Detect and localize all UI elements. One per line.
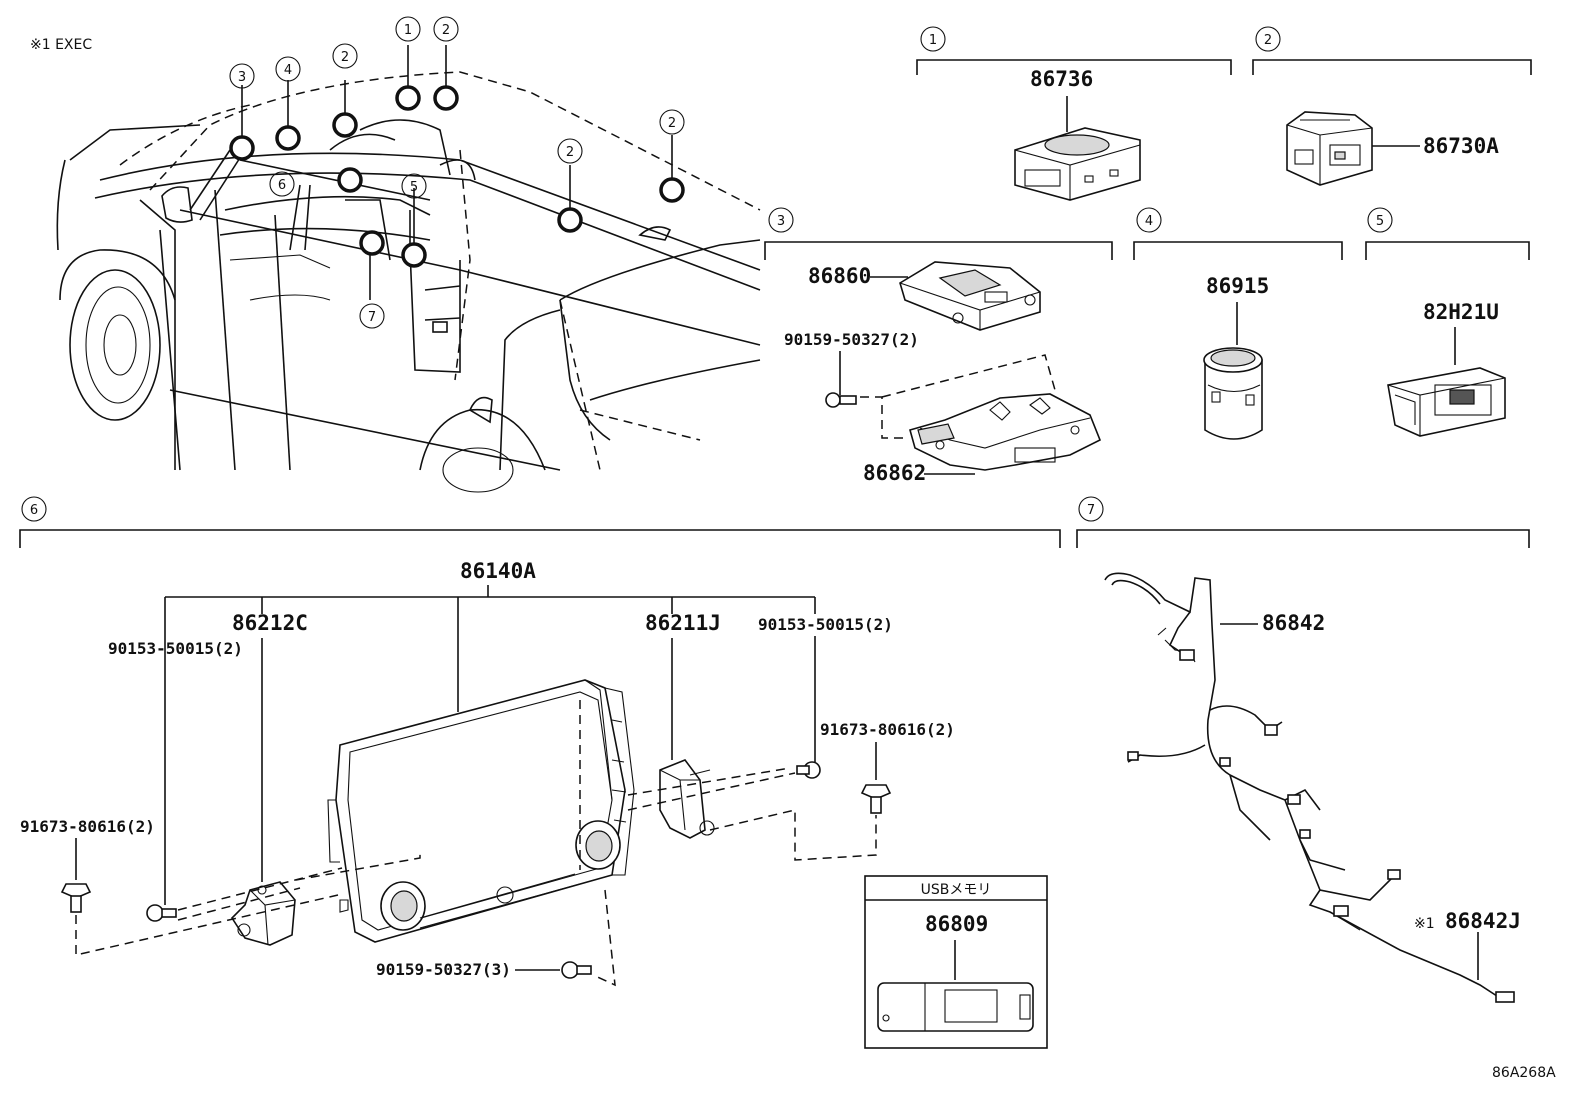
svg-text:2: 2 [566,145,574,160]
group-3: 3 86860 90159-50327(2) [764,207,1113,485]
svg-text:5: 5 [410,180,418,195]
car-callout: 2 [557,138,583,164]
usb-memory-box: USBメモリ 86809 [864,875,1048,1049]
camera-module-86736 [1014,127,1141,201]
vehicle-overview: 1 2 2 2 2 3 4 5 6 7 [56,16,761,493]
part-90153-50015-left: 90153-50015(2) [108,639,243,658]
bolt-91673-right [860,784,892,814]
part-86736: 86736 [1030,67,1093,91]
svg-text:7: 7 [368,310,376,325]
part-86140A: 86140A [460,559,536,583]
group-4-number: 4 [1145,214,1153,229]
part-82H21U: 82H21U [1423,300,1499,324]
svg-text:4: 4 [284,63,292,78]
svg-text:2: 2 [442,23,450,38]
bracket-86211J [659,759,715,839]
part-86862: 86862 [863,461,926,485]
screw-90159-group3 [825,392,857,408]
part-86860: 86860 [808,264,871,288]
part-86212C: 86212C [232,611,308,635]
part-86730A: 86730A [1423,134,1499,158]
part-90153-50015-right: 90153-50015(2) [758,615,893,634]
group-6-number: 6 [30,503,38,518]
part-90159-50327-2: 90159-50327(2) [784,330,919,349]
group-6: 6 86140A 86212C 86211J 90153-50015(2) 90… [19,496,1061,987]
svg-text:1: 1 [404,23,412,38]
group-5: 5 82H21U [1365,207,1530,437]
drawing-code: 86A268A [1492,1065,1556,1081]
group-1: 1 86736 [916,26,1232,201]
car-callout: 2 [332,43,358,69]
bracket-86862 [909,393,1102,471]
svg-text:3: 3 [238,70,246,85]
car-callout: 7 [359,303,385,329]
part-91673-80616-right: 91673-80616(2) [820,720,955,739]
part-86809: 86809 [925,912,988,936]
group-7-number: 7 [1087,503,1095,518]
screw-90159-group6 [561,961,592,979]
bolt-91673-left [60,883,92,913]
svg-text:2: 2 [668,116,676,131]
wire-harness-86842 [1104,572,1515,1003]
car-callout: 6 [269,171,295,197]
display-unit-86140A [327,679,635,943]
group-4: 4 86915 [1133,207,1343,440]
car-callout: 5 [401,173,427,199]
group-1-number: 1 [929,33,937,48]
part-90159-50327-3: 90159-50327(3) [376,960,511,979]
part-86915: 86915 [1206,274,1269,298]
car-callout: 1 [395,16,421,42]
svg-text:6: 6 [278,178,286,193]
car-callout: 2 [659,109,685,135]
car-callout: 4 [275,56,301,82]
usb-port-82H21U [1387,367,1506,437]
group-3-number: 3 [777,214,785,229]
car-callout: 2 [433,16,459,42]
group-5-number: 5 [1376,214,1384,229]
sensor-86730A [1286,111,1373,186]
bracket-86212C [230,881,296,946]
group-7: 7 86842 ※1 86842J [1076,496,1530,1003]
part-86842: 86842 [1262,611,1325,635]
usb-memory-title: USBメモリ [921,882,992,898]
car-callout: 3 [229,63,255,89]
part-86842J: 86842J [1445,909,1521,933]
svg-text:2: 2 [341,50,349,65]
part-91673-80616-left: 91673-80616(2) [20,817,155,836]
group-2: 2 86730A [1252,26,1532,186]
part-86211J: 86211J [645,611,721,635]
exec-note: ※1 EXEC [30,37,92,53]
control-unit-86860 [899,261,1041,331]
group-2-number: 2 [1264,33,1272,48]
screw-90153-right [796,761,821,779]
screw-90153-left [146,904,177,922]
microphone-86915 [1203,347,1263,440]
usb-stick-86809 [877,982,1034,1032]
part-86842J-note-mark: ※1 [1414,916,1435,932]
